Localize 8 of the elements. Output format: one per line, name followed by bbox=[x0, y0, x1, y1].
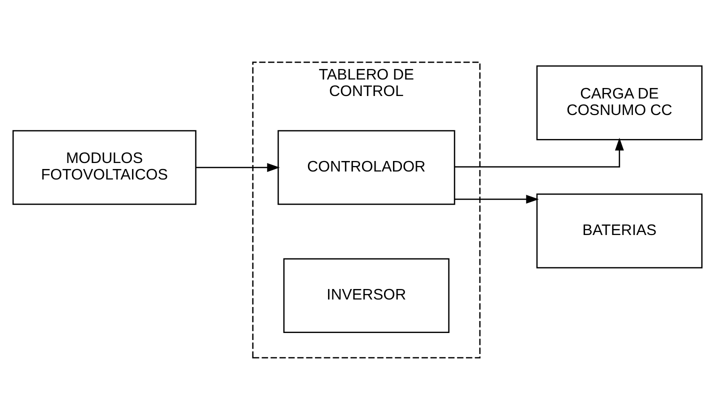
node-box: CARGA DE COSNUMO CC bbox=[536, 64, 703, 140]
arrow bbox=[454, 137, 624, 167]
arrow bbox=[196, 162, 280, 172]
node-box: INVERSOR bbox=[283, 258, 450, 333]
node-box: BATERIAS bbox=[536, 193, 703, 268]
arrow bbox=[454, 194, 539, 204]
node-box: CONTROLADOR bbox=[278, 130, 456, 204]
node-box: MODULOS FOTOVOLTAICOS bbox=[12, 130, 196, 204]
